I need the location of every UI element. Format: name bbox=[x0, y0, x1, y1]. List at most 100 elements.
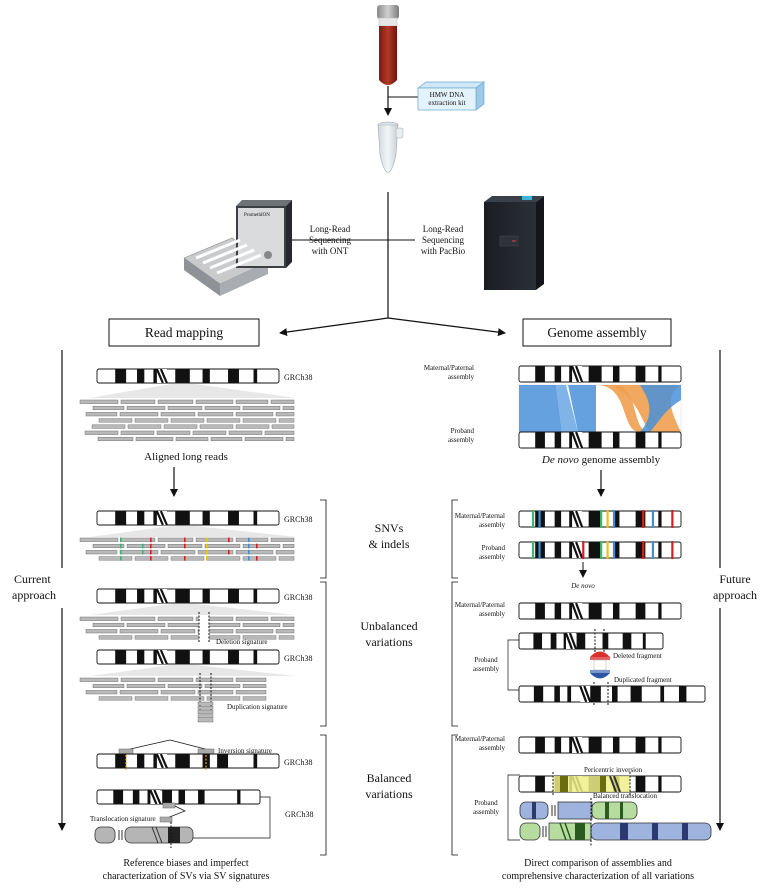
chromosome-band bbox=[253, 369, 258, 383]
aligned-read bbox=[126, 543, 166, 549]
chromosome-band bbox=[612, 737, 620, 753]
variant-mark bbox=[248, 549, 250, 555]
left-conclusion-line1: Reference biases and imperfect bbox=[123, 858, 248, 869]
proband-label-c1: Proband bbox=[474, 656, 498, 664]
chromosome-band bbox=[554, 737, 562, 753]
aligned-read bbox=[79, 677, 119, 682]
pericentric-inversion-label: Pericentric inversion bbox=[584, 766, 643, 774]
aligned-read bbox=[235, 399, 269, 404]
aligned-read bbox=[119, 690, 159, 695]
centromere-icon bbox=[155, 510, 168, 526]
chromosome-band bbox=[533, 686, 544, 702]
centromere-icon bbox=[579, 685, 592, 703]
chromosome-band bbox=[228, 589, 239, 603]
variant-mark bbox=[184, 543, 186, 549]
aligned-read bbox=[79, 399, 119, 404]
chromosome-band bbox=[635, 603, 646, 619]
chromosome-band bbox=[569, 432, 573, 448]
read-fan-4 bbox=[90, 665, 296, 676]
chromosome-band bbox=[137, 650, 145, 664]
parental-chromosome-unbalanced bbox=[518, 602, 682, 620]
aligned-read bbox=[204, 683, 241, 689]
aligned-read bbox=[91, 424, 126, 429]
chromosome-band bbox=[115, 650, 127, 664]
duplicated-read bbox=[197, 714, 214, 719]
proband-label-a1: Proband bbox=[451, 427, 475, 435]
read-fan-2 bbox=[90, 526, 296, 537]
aligned-read bbox=[135, 436, 174, 442]
snv-label-line2: & indels bbox=[369, 537, 410, 551]
variant-mark bbox=[248, 543, 250, 549]
aligned-read bbox=[242, 622, 281, 628]
eppendorf-tube-icon bbox=[377, 121, 404, 173]
aligned-read bbox=[235, 677, 267, 682]
chromosome-band bbox=[635, 776, 646, 792]
snv-right-bracket bbox=[451, 499, 458, 579]
chromosome-band bbox=[660, 686, 665, 702]
chromosome-band bbox=[153, 511, 158, 525]
chromosome-band bbox=[658, 776, 662, 792]
chromosome-band bbox=[228, 511, 239, 525]
parental-chromosome-assembly bbox=[518, 365, 682, 383]
ref-chromosome-duplication bbox=[96, 649, 280, 665]
aligned-read bbox=[195, 537, 234, 542]
centromere-gap bbox=[572, 542, 583, 558]
aligned-read bbox=[120, 399, 156, 404]
aligned-read bbox=[270, 537, 295, 542]
synteny-ribbons bbox=[518, 384, 682, 433]
variant-mark bbox=[248, 556, 250, 561]
aligned-read bbox=[195, 616, 234, 621]
chromosome-band bbox=[622, 633, 632, 649]
aligned-read bbox=[242, 418, 277, 423]
chromosome-band bbox=[535, 432, 545, 448]
chromosome-band bbox=[612, 432, 620, 448]
chromosome-band bbox=[635, 542, 646, 558]
ref-label-2: GRCh38 bbox=[284, 515, 312, 524]
duplicated-read bbox=[197, 718, 214, 723]
duplicated-read bbox=[197, 710, 214, 714]
aligned-read bbox=[242, 683, 267, 689]
chromosome-band bbox=[175, 589, 190, 603]
aligned-read bbox=[242, 556, 277, 561]
centromere-gap bbox=[572, 366, 583, 382]
aligned-read bbox=[160, 629, 196, 634]
current-approach-line2: approach bbox=[12, 588, 56, 602]
aligned-read bbox=[120, 616, 156, 621]
variant-mark bbox=[206, 549, 208, 555]
centromere-icon bbox=[571, 541, 584, 559]
aligned-read bbox=[85, 690, 118, 695]
aligned-read bbox=[157, 616, 194, 621]
duplication-signature-label: Duplication signature bbox=[227, 703, 287, 711]
chromosome-band bbox=[253, 650, 258, 664]
chromosome-band bbox=[253, 511, 258, 525]
aligned-read bbox=[160, 690, 196, 695]
aligned-read bbox=[126, 683, 166, 689]
proband-chromosome-inversion bbox=[518, 775, 682, 793]
aligned-read bbox=[157, 399, 194, 404]
aligned-read bbox=[275, 412, 295, 417]
aligned-read bbox=[242, 543, 281, 549]
aligned-read bbox=[278, 418, 295, 423]
aligned-read bbox=[167, 622, 203, 628]
proband-label-b2: assembly bbox=[479, 553, 506, 561]
read-mapping-title: Read mapping bbox=[145, 325, 224, 340]
chromosome-band bbox=[202, 511, 210, 525]
chromosome-band bbox=[554, 542, 562, 558]
aligned-read bbox=[244, 436, 284, 442]
chromosome-band bbox=[658, 737, 662, 753]
aligned-read bbox=[157, 537, 194, 542]
chromosome-band bbox=[658, 432, 662, 448]
aligned-read bbox=[92, 622, 125, 628]
aligned-read bbox=[282, 543, 295, 549]
chromosome-band bbox=[137, 369, 145, 383]
extraction-kit-icon bbox=[416, 81, 486, 111]
chromosome-band bbox=[612, 511, 620, 527]
aligned-read bbox=[278, 635, 295, 640]
aligned-read bbox=[92, 405, 125, 411]
proband-bracket-balanced bbox=[507, 774, 520, 841]
arrow-to-read-mapping bbox=[279, 317, 389, 336]
aligned-read bbox=[270, 399, 295, 404]
variant-mark bbox=[120, 556, 122, 561]
snv-mark bbox=[538, 510, 541, 528]
chromosome-band bbox=[567, 686, 572, 702]
